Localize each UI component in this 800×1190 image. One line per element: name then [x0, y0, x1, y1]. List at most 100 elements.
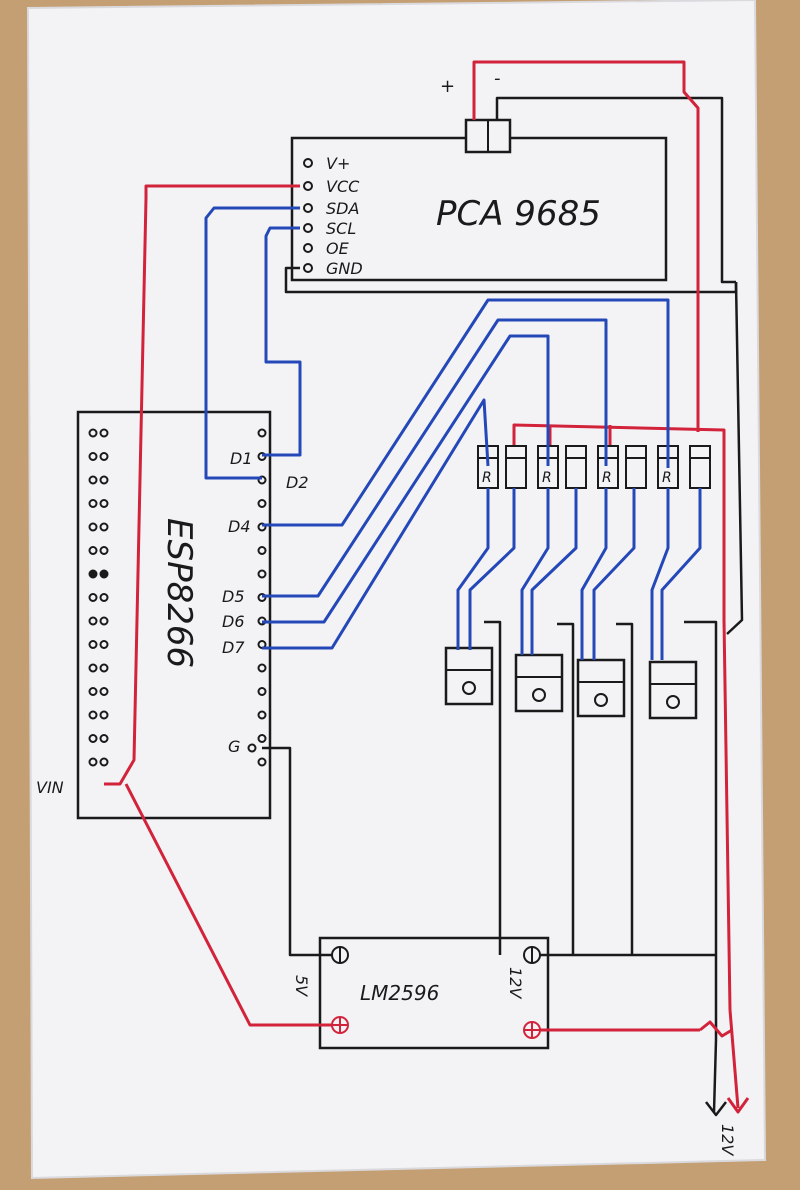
mosfet-mount-hole: [666, 695, 680, 709]
wire-pca-terminal-ground: [495, 96, 736, 284]
esp-pin-hole: [99, 499, 109, 508]
esp-pin-hole: [88, 616, 98, 626]
esp-pin-hole: [88, 593, 98, 602]
pca9685-module: + - PCA 9685 V+ VCC SDA SCL OE GND: [290, 68, 668, 282]
mosfet-body: [444, 646, 494, 706]
esp-pin-hole: [88, 452, 98, 461]
pca9685-title: PCA 9685: [436, 194, 601, 234]
wire-mosfet3-drain: [616, 622, 634, 640]
esp-right-pin-column: [247, 428, 267, 767]
lm2596-title: LM2596: [360, 981, 439, 1005]
esp-pin-d4-label: D4: [228, 517, 251, 536]
lm2596-module: LM2596 5V 12V: [292, 936, 550, 1050]
esp-pin-hole: [88, 499, 98, 508]
resistor-body: [505, 445, 527, 489]
wire-crossover: [699, 1020, 733, 1038]
esp-pin-hole: [99, 616, 109, 626]
esp8266-module: ESP8266 D1 D2 D4 D5 D6 D7 G VIN: [36, 410, 309, 820]
wire-d7-to-pwm: [262, 398, 490, 650]
pca-pin-sda: SDA: [303, 199, 359, 218]
esp-pin-hole: [99, 452, 109, 461]
esp-pin-hole: [88, 475, 98, 485]
esp-pin-hole: [257, 499, 267, 508]
esp-pin-hole: [99, 710, 109, 720]
wire-r2b-to-gate2: [530, 488, 578, 655]
wire-esp-gnd-to-lm: [262, 746, 332, 957]
esp-pin-d1-label: D1: [230, 449, 253, 468]
pca-pin-gnd: GND: [303, 259, 363, 278]
pca-pin-vplus: V+: [303, 154, 350, 173]
esp-pin-hole: [88, 663, 98, 673]
wire-d6-to-pwm: [262, 334, 550, 624]
wire-d4-to-pwm: [262, 298, 670, 527]
esp-pin-hole: [99, 757, 109, 767]
esp-pin-hole: [88, 687, 98, 696]
pca-pin-scl: SCL: [303, 219, 356, 238]
pin-hole: [303, 181, 313, 191]
lm2596-in-label: 12V: [506, 967, 525, 999]
resistor-body: [689, 445, 711, 489]
resistor-body: [597, 445, 619, 489]
supply-12v-label: 12V: [718, 1124, 737, 1156]
pca-pin-label: SDA: [326, 199, 359, 218]
esp-pin-hole: [88, 522, 98, 532]
esp-pin-hole: [99, 569, 109, 579]
esp-pin-g-label: G: [228, 737, 240, 756]
wire-r4b-to-gate4: [660, 488, 702, 660]
pca-pin-label: SCL: [326, 219, 356, 238]
esp-pin-hole: [99, 640, 109, 649]
esp-pin-hole: [99, 546, 109, 555]
esp8266-title: ESP8266: [159, 518, 199, 668]
pin-hole: [303, 243, 313, 253]
mosfet-mount-hole: [532, 688, 546, 702]
esp-pin-hole: [247, 743, 257, 753]
wire-power-down-right: [722, 430, 732, 1011]
wire-r1-to-gate1: [456, 488, 490, 650]
resistor-label: R: [482, 470, 492, 486]
resistor: [565, 445, 587, 489]
esp-pin-hole: [88, 757, 98, 767]
wire-scl-to-d1: [262, 226, 302, 457]
mosfet-mount-hole: [462, 681, 476, 695]
pca-pin-label: GND: [326, 259, 363, 278]
esp-pin-hole: [88, 734, 98, 743]
wire-sda-to-d2: [204, 206, 300, 480]
wire-mosfet4-drain: [684, 620, 718, 638]
esp-pin-hole: [99, 475, 109, 485]
mosfet-body: [576, 658, 626, 718]
wire-pca-vcc-to-vin: [104, 184, 300, 786]
esp-pin-d2-label: D2: [286, 473, 309, 492]
esp-pin-hole: [99, 663, 109, 673]
lm2596-plus-out-terminal: [331, 1016, 349, 1034]
mosfet: [444, 646, 494, 706]
wire-r3-to-gate3: [580, 488, 608, 660]
esp-pin-d7-label: D7: [222, 638, 245, 657]
esp-pin-hole: [88, 640, 98, 649]
esp-pin-hole: [257, 757, 267, 767]
power-minus-label: -: [494, 68, 501, 89]
resistor-label: R: [602, 470, 612, 486]
esp-pin-hole: [257, 710, 267, 720]
mosfet-bank: [444, 646, 698, 720]
resistor-label: R: [542, 470, 552, 486]
pca-pin-label: VCC: [326, 177, 360, 196]
esp-pin-vin-label: VIN: [36, 778, 64, 797]
esp-pin-d5-label: D5: [222, 587, 245, 606]
resistor-body: [625, 445, 647, 489]
mosfet: [576, 658, 626, 718]
pca-pin-oe: OE: [303, 239, 350, 258]
esp-left-pin-column: [88, 428, 109, 767]
resistor: [625, 445, 647, 489]
esp-pin-hole: [99, 428, 109, 438]
resistor-label: R: [662, 470, 672, 486]
resistor-body: [565, 445, 587, 489]
esp-pin-hole: [257, 546, 267, 555]
resistor: [689, 445, 711, 489]
esp-pin-d6-label: D6: [222, 612, 245, 631]
esp-pin-hole: [88, 428, 98, 438]
lm2596-outline: [318, 936, 550, 1050]
mosfet-body: [514, 653, 564, 713]
ground-wires: [262, 96, 744, 1117]
